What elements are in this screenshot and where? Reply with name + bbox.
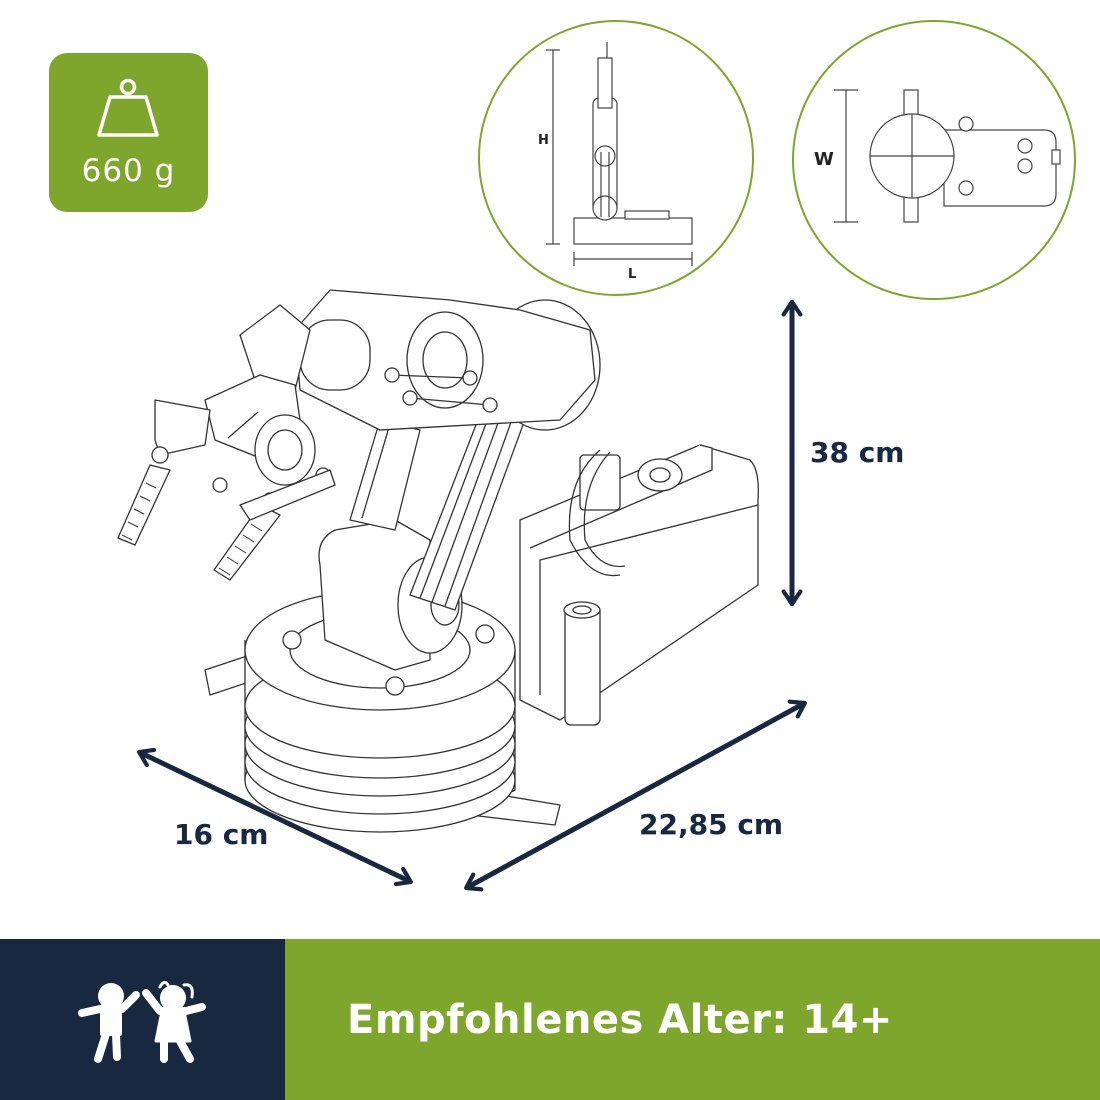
- age-recommendation-panel: Empfohlenes Alter: 14+: [285, 939, 1100, 1100]
- height-dimension-label: 38 cm: [810, 436, 905, 469]
- side-view-diagram: H L: [478, 20, 754, 296]
- height-label: H: [538, 133, 549, 148]
- top-view-diagram: W: [792, 20, 1076, 300]
- weight-badge: 660 g: [49, 53, 208, 212]
- length-label: L: [628, 267, 636, 282]
- age-recommendation-label: Empfohlenes Alter: 14+: [347, 997, 893, 1043]
- top-view-drawing: W: [814, 89, 1061, 223]
- age-icon-panel: [0, 939, 285, 1100]
- children-icon: [78, 980, 206, 1063]
- weight-icon: [97, 78, 159, 137]
- robot-arm-illustration: [117, 289, 807, 892]
- weight-value: 660 g: [81, 153, 176, 189]
- width-dimension-label: 22,85 cm: [639, 808, 784, 841]
- side-view-drawing: H L: [538, 42, 693, 282]
- depth-dimension-label: 16 cm: [174, 818, 269, 851]
- depth-arrow: [137, 747, 413, 887]
- width-arrow: [464, 699, 807, 892]
- width-label: W: [814, 149, 834, 170]
